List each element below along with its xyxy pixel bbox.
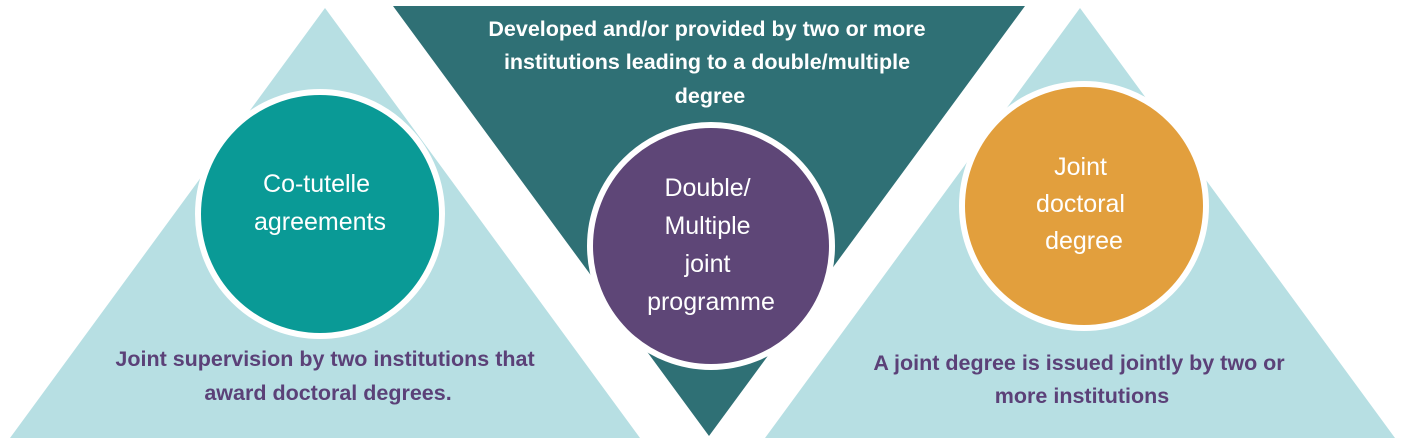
co-tutelle-label: Co-tutelle agreements: [254, 170, 386, 236]
joint-doctoral-label-line: degree: [1045, 227, 1123, 255]
double-multiple-label-line: Multiple: [664, 212, 750, 240]
double-multiple-label-line: joint: [684, 250, 731, 278]
joint-doctoral-label: Joint doctoral degree: [1036, 153, 1132, 255]
co-tutelle-description-line: Joint supervision by two institutions th…: [115, 347, 534, 371]
double-multiple-label-line: Double/: [664, 174, 750, 202]
joint-doctoral-description: A joint degree is issued jointly by two …: [873, 351, 1290, 408]
joint-doctoral-label-line: doctoral: [1036, 190, 1125, 218]
double-multiple-circle: [587, 122, 835, 370]
double-multiple-description-line: Developed and/or provided by two or more: [488, 17, 925, 41]
co-tutelle-description: Joint supervision by two institutions th…: [115, 347, 540, 405]
co-tutelle-label-line: agreements: [254, 208, 386, 236]
double-multiple-description-line: degree: [675, 84, 746, 108]
co-tutelle-label-line: Co-tutelle: [263, 170, 370, 198]
joint-doctoral-description-line: A joint degree is issued jointly by two …: [873, 351, 1285, 375]
joint-doctoral-circle: [959, 81, 1209, 331]
co-tutelle-circle: [195, 89, 445, 339]
joint-doctoral-description-line: more institutions: [995, 384, 1169, 408]
double-multiple-label: Double/ Multiple joint programme: [647, 174, 775, 316]
joint-doctoral-label-line: Joint: [1054, 153, 1107, 181]
co-tutelle-description-line: award doctoral degrees.: [204, 381, 451, 405]
double-multiple-description: Developed and/or provided by two or more…: [488, 17, 931, 108]
double-multiple-description-line: institutions leading to a double/multipl…: [504, 50, 910, 74]
double-multiple-label-line: programme: [647, 288, 775, 316]
